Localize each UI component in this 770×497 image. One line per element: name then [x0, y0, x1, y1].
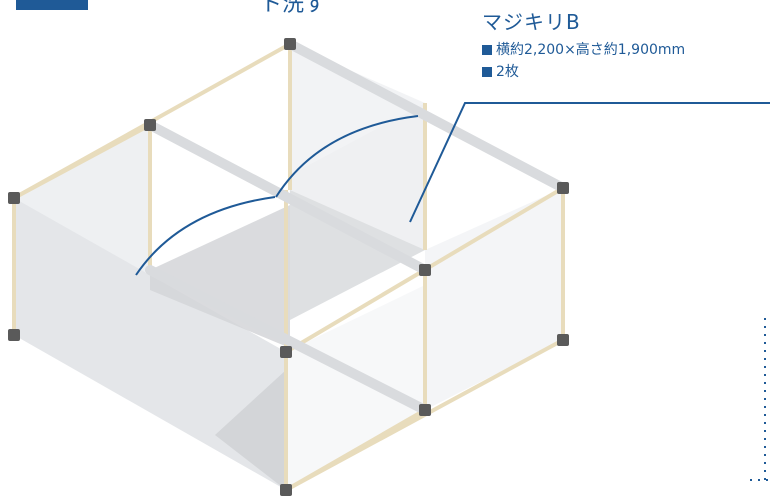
header-cut-text: ト洗す: [260, 0, 327, 17]
callout-leader-line: [409, 102, 770, 223]
callout-quantity-row: 2枚: [482, 61, 685, 83]
joint-6: [419, 264, 431, 276]
grey-pipe-center: [145, 120, 430, 275]
pipe-right-mid-bottom: [285, 408, 426, 492]
header-accent-bar: [16, 0, 88, 10]
callout-size-row: 横約2,200×高さ約1,900mm: [482, 39, 685, 61]
joint-2: [284, 38, 296, 50]
front-right-panel: [286, 285, 425, 490]
joint-4: [557, 182, 569, 194]
joint-5: [280, 346, 292, 358]
callout-quantity: 2枚: [496, 64, 519, 80]
joint-7: [8, 329, 20, 341]
front-long-panel-shadow: [215, 370, 286, 490]
joint-9: [557, 334, 569, 346]
curtain-arc-left: [135, 196, 276, 276]
inner-panel-dark: [150, 205, 290, 348]
joint-3: [144, 119, 156, 131]
curtain-arc-right: [275, 115, 419, 198]
bullet-square-icon: [482, 45, 492, 55]
bullet-square-icon: [482, 67, 492, 77]
joint-8: [280, 484, 292, 496]
grey-pipes: [145, 39, 568, 415]
joints: [8, 38, 569, 496]
joint-10: [419, 404, 431, 416]
right-side-panel: [425, 188, 563, 410]
grey-pipe-back: [285, 39, 568, 193]
front-long-panel: [14, 198, 286, 490]
callout-size-spec: 横約2,200×高さ約1,900mm: [496, 42, 686, 58]
callout-title: マジキリB: [482, 10, 581, 34]
pipe-top-left-mid: [13, 123, 151, 200]
joint-1: [8, 192, 20, 204]
grey-pipe-low: [145, 265, 430, 415]
partition-b-callout: マジキリB 横約2,200×高さ約1,900mm 2枚: [482, 6, 685, 83]
